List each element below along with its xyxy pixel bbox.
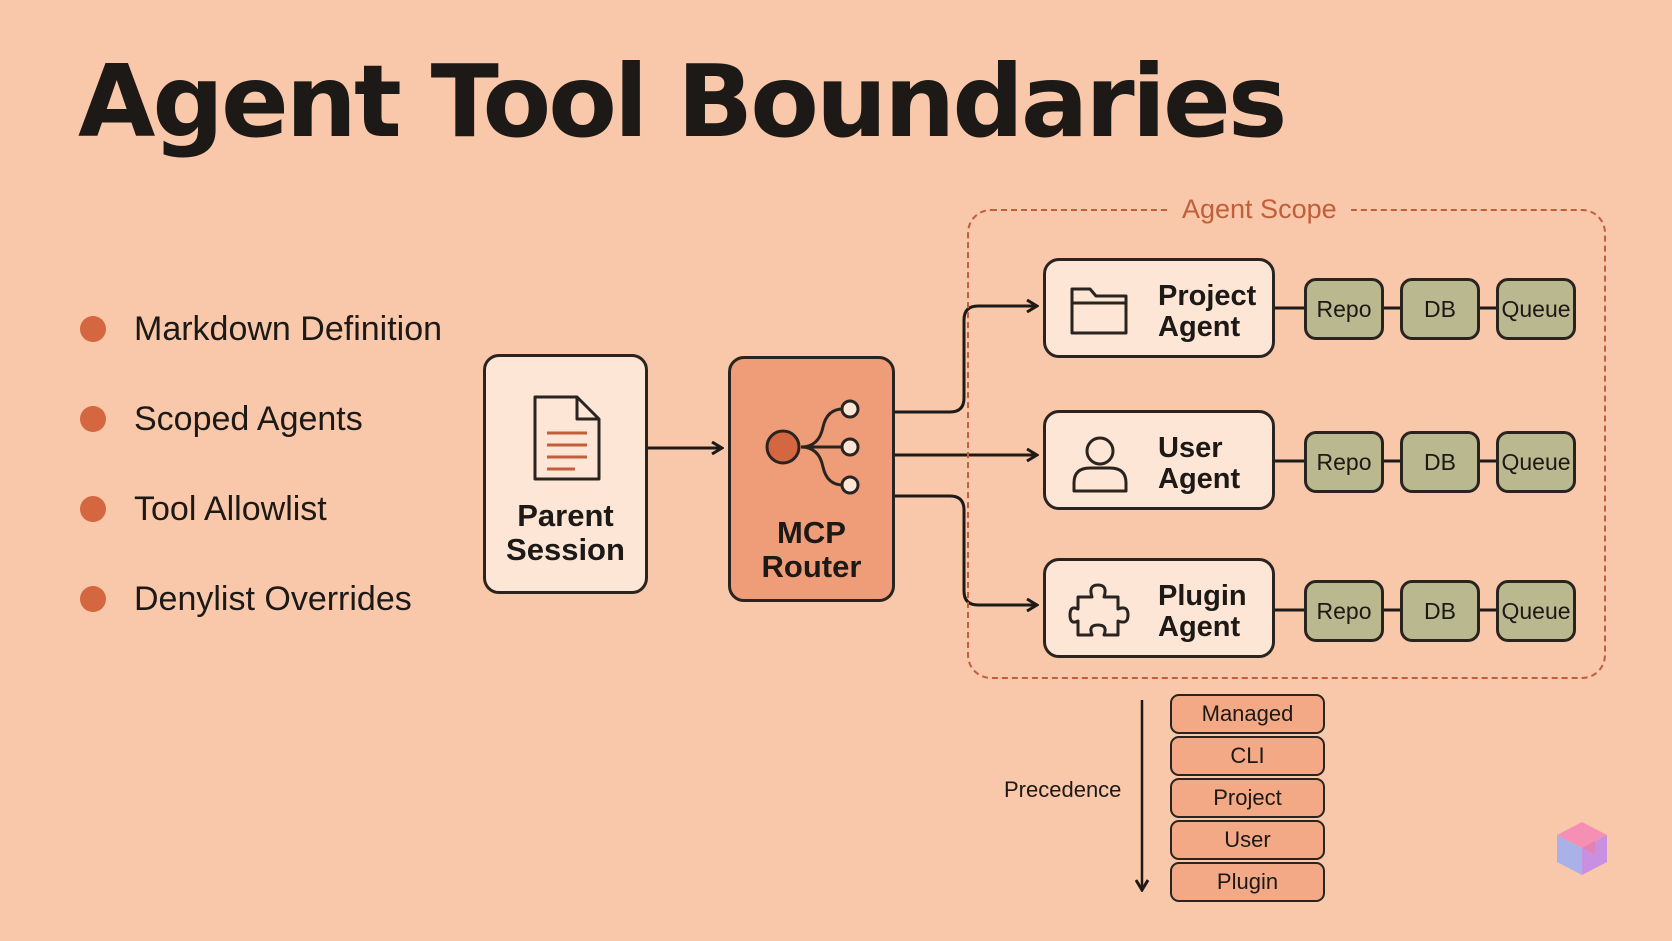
bullet-dot (80, 586, 106, 612)
resource-repo: Repo (1304, 431, 1384, 493)
folder-icon (1070, 287, 1128, 335)
resource-queue: Queue (1496, 431, 1576, 493)
project-agent-label: Project Agent (1158, 280, 1257, 343)
resource-db: DB (1400, 580, 1480, 642)
user-icon (1072, 436, 1128, 493)
precedence-level-plugin: Plugin (1170, 862, 1325, 902)
resource-repo: Repo (1304, 278, 1384, 340)
bullet-dot (80, 316, 106, 342)
document-icon (533, 395, 601, 481)
feature-item: Markdown Definition (80, 284, 442, 374)
arrow-router-to-project (895, 306, 1037, 414)
plugin-agent-label: Plugin Agent (1158, 580, 1247, 643)
feature-item: Tool Allowlist (80, 464, 442, 554)
agent-scope-label: Agent Scope (1168, 194, 1351, 225)
feature-list: Markdown Definition Scoped Agents Tool A… (80, 284, 442, 644)
router-hub-icon (765, 399, 860, 495)
bullet-dot (80, 406, 106, 432)
parent-session-node: Parent Session (483, 354, 648, 594)
user-agent-node: User Agent (1043, 410, 1275, 510)
parent-session-label: Parent Session (506, 498, 625, 567)
feature-item: Denylist Overrides (80, 554, 442, 644)
puzzle-icon (1068, 583, 1130, 637)
precedence-level-cli: CLI (1170, 736, 1325, 776)
precedence-level-project: Project (1170, 778, 1325, 818)
precedence-level-user: User (1170, 820, 1325, 860)
cube-logo-icon (1557, 822, 1607, 875)
arrow-router-to-plugin (895, 494, 1037, 605)
resource-queue: Queue (1496, 580, 1576, 642)
feature-label: Markdown Definition (134, 309, 443, 348)
resource-db: DB (1400, 431, 1480, 493)
feature-label: Denylist Overrides (134, 579, 412, 618)
resource-queue: Queue (1496, 278, 1576, 340)
precedence-level-managed: Managed (1170, 694, 1325, 734)
project-agent-node: Project Agent (1043, 258, 1275, 358)
resource-repo: Repo (1304, 580, 1384, 642)
mcp-router-node: MCP Router (728, 356, 895, 602)
resource-db: DB (1400, 278, 1480, 340)
bullet-dot (80, 496, 106, 522)
precedence-label: Precedence (1004, 777, 1122, 802)
plugin-agent-node: Plugin Agent (1043, 558, 1275, 658)
mcp-router-label: MCP Router (761, 515, 862, 584)
feature-label: Scoped Agents (134, 399, 363, 438)
feature-label: Tool Allowlist (134, 489, 327, 528)
feature-item: Scoped Agents (80, 374, 442, 464)
user-agent-label: User Agent (1158, 432, 1241, 495)
page-title: Agent Tool Boundaries (78, 43, 1287, 160)
